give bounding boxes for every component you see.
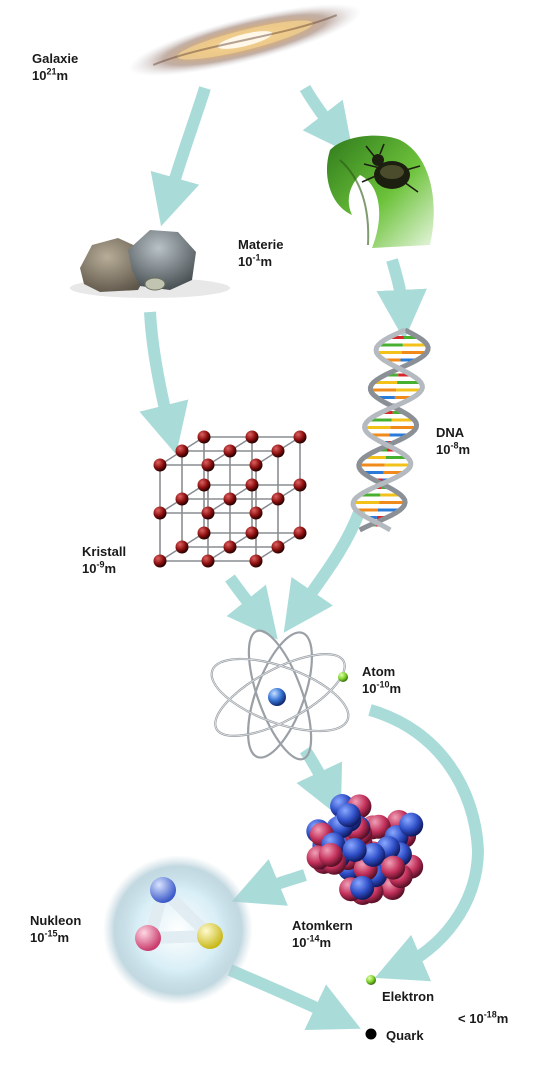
nucleus-icon bbox=[306, 794, 424, 906]
label-dna-name: DNA bbox=[436, 425, 465, 440]
label-galaxie: Galaxie 1021m bbox=[32, 50, 78, 84]
label-limit: < 10-18m bbox=[458, 1010, 508, 1027]
arrow-dna-atom bbox=[283, 507, 366, 633]
arrow-leaf-dna bbox=[376, 258, 427, 341]
label-elektron-name: Elektron bbox=[382, 989, 435, 1004]
label-materie-scale: 10-1m bbox=[238, 252, 273, 269]
atom-icon bbox=[210, 629, 350, 761]
arrow-materie-kristall bbox=[139, 311, 189, 455]
label-materie: Materie 10-1m bbox=[238, 236, 284, 270]
label-kristall-name: Kristall bbox=[82, 544, 127, 559]
arrow-atomkern-nukleon bbox=[231, 859, 307, 906]
quark-dot bbox=[365, 1028, 377, 1040]
label-atom-name: Atom bbox=[362, 664, 396, 679]
label-limit-scale: < 10-18m bbox=[458, 1009, 509, 1026]
arrows bbox=[139, 84, 485, 1030]
rocks-icon bbox=[70, 230, 230, 298]
label-atom-scale: 10-10m bbox=[362, 679, 402, 696]
label-nukleon-name: Nukleon bbox=[30, 913, 82, 928]
label-atomkern-scale: 10-14m bbox=[292, 933, 332, 950]
label-dna-scale: 10-8m bbox=[436, 440, 471, 457]
arrow-atom-elektron bbox=[368, 704, 485, 982]
label-dna: DNA 10-8m bbox=[436, 424, 470, 458]
label-elektron: Elektron bbox=[382, 988, 434, 1005]
label-kristall: Kristall 10-9m bbox=[82, 543, 126, 577]
label-atomkern: Atomkern 10-14m bbox=[292, 917, 353, 951]
label-atom: Atom 10-10m bbox=[362, 663, 401, 697]
arrow-nukleon-quark bbox=[227, 964, 361, 1030]
nucleon-icon bbox=[103, 855, 253, 1005]
leaf-beetle-icon bbox=[326, 135, 434, 248]
arrow-kristall-atom bbox=[225, 574, 278, 640]
label-kristall-scale: 10-9m bbox=[82, 559, 117, 576]
label-atomkern-name: Atomkern bbox=[292, 918, 353, 933]
label-nukleon: Nukleon 10-15m bbox=[30, 912, 81, 946]
label-quark-name: Quark bbox=[386, 1028, 424, 1043]
dna-helix-icon bbox=[350, 327, 431, 533]
galaxy-icon bbox=[128, 3, 362, 77]
label-galaxie-name: Galaxie bbox=[32, 51, 79, 66]
label-nukleon-scale: 10-15m bbox=[30, 928, 70, 945]
electron-dot bbox=[366, 975, 376, 985]
label-materie-name: Materie bbox=[238, 237, 284, 252]
label-quark: Quark bbox=[386, 1027, 424, 1044]
label-galaxie-scale: 1021m bbox=[32, 66, 69, 83]
crystal-lattice-icon bbox=[153, 430, 307, 568]
arrow-atom-atomkern bbox=[296, 746, 343, 818]
arrow-galaxie-materie bbox=[150, 86, 211, 227]
arrow-galaxie-leaf bbox=[299, 84, 354, 156]
